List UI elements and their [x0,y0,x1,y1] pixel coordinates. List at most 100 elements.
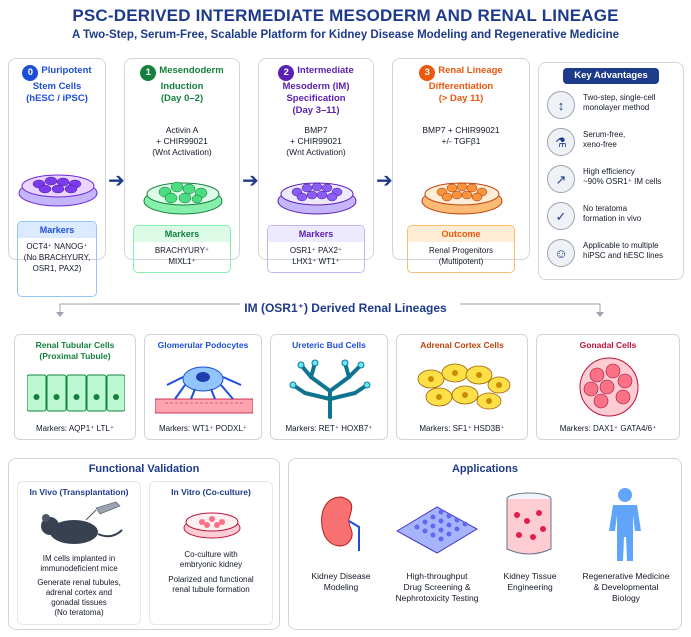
application-label-3: Kidney Tissue Engineering [485,571,575,593]
page-subtitle: A Two-Step, Serum-Free, Scalable Platfor… [71,29,620,41]
tubular-cells-illustration [27,374,125,412]
human-figure-icon [609,488,641,561]
stage-1-reagent-3: (Wnt Activation) [152,147,212,157]
flow-arrow-icon: ➔ [108,170,125,192]
stage-3-outcome-line-2: (Multipotent) [438,257,484,266]
stage-0-title-3: (hESC / iPSC) [26,93,88,104]
advantage-line-1: Two-step, single-cell [583,93,656,102]
application-2-line-2: Drug Screening & [403,582,471,592]
application-1-line-1: Kidney Disease [311,571,371,581]
stage-1-title-3: (Day 0–2) [160,93,204,104]
stage-3-title: Renal Lineage [438,65,503,76]
layers-icon: ↕ [547,91,575,119]
advantage-line-1: Applicable to multiple [583,241,659,250]
in-vivo-line-3: Generate renal tubules, [37,578,121,587]
lineage-markers: Markers: WT1⁺ PODXL⁺ [158,424,247,433]
application-4-line-3: Biology [612,593,640,603]
advantage-line-2: hiPSC and hESC lines [583,251,664,260]
stage-2-dish-illustration [277,182,357,215]
stage-1-reagent-1: Activin A [165,125,199,135]
stage-2-title-3: Specification [286,93,346,104]
applications-panel: Applications Kidney Disease Modeling Hig… [288,458,682,630]
in-vivo-line-6: (No teratoma) [54,608,104,617]
lineage-title-2: (Proximal Tubule) [39,351,111,361]
stage-3-title-2: Differentiation [428,81,494,92]
stage-1-number: 1 [140,65,157,81]
stage-2-reagents: BMP7 + CHIR99021 (Wnt Activation) [259,125,373,158]
in-vitro-line-1: Co-culture with [184,550,238,559]
application-label-2: High-throughput Drug Screening & Nephrot… [389,571,485,604]
in-vivo-line-2: immunodeficient mice [40,564,118,573]
gonadal-cells-illustration [579,357,639,417]
applications-title: Applications [451,463,518,475]
stage-0-markers-title: Markers [18,222,96,238]
application-label-4: Regenerative Medicine & Developmental Bi… [573,571,679,604]
advantage-line-2: ~90% OSR1⁺ IM cells [583,177,662,186]
mouse-icon [41,501,123,544]
advantage-line-2: formation in vivo [583,214,642,223]
flow-arrow-icon: ➔ [376,170,393,192]
lineage-connector-lines [56,303,604,317]
lineage-title: Gonadal Cells [579,340,637,350]
bioreactor-icon [506,492,552,555]
stage-3-outcome-title: Outcome [408,226,514,242]
stage-2-markers-title: Markers [268,226,364,242]
stage-2-title-4: (Day 3–11) [292,105,340,116]
stage-0-title: Pluripotent [41,65,92,76]
lineage-title: Renal Tubular Cells(Proximal Tubule) [15,340,135,362]
stage-0-marker-line-2: (No BRACHYURY, [23,253,91,262]
key-advantages-title: Key Advantages [563,68,659,84]
stage-1-reagent-2: + CHIR99021 [156,136,208,146]
application-1-line-2: Modeling [323,582,359,592]
in-vivo-title: In Vivo (Transplantation) [29,487,129,497]
stage-3-dish-illustration [421,182,503,215]
stage-0-dish-illustration [18,174,98,207]
stage-3-outcome-box: Outcome Renal Progenitors (Multipotent) [407,225,515,273]
stage-0-number: 0 [22,65,39,81]
lineage-title-1: Renal Tubular Cells [35,340,115,350]
advantage-line-2: xeno-free [583,140,617,149]
stage-3-reagent-2: +/- TGFβ1 [441,136,481,146]
stage-3-title-3: (> Day 11) [438,93,484,104]
in-vitro-line-4: renal tubule formation [172,585,250,594]
lineage-title: Ureteric Bud Cells [292,340,366,350]
lineage-card-podocytes: Glomerular Podocytes Markers: WT1⁺ PODXL… [144,334,262,440]
adrenal-cells-illustration [417,363,511,410]
stage-1-marker-line-2: MIXL1⁺ [168,257,196,266]
in-vitro-title: In Vitro (Co-culture) [171,487,251,497]
stage-3-outcome-line-1: Renal Progenitors [428,246,494,255]
in-vivo-box: In Vivo (Transplantation) IM cells impla… [17,481,141,625]
stage-2-markers-box: Markers OSR1⁺ PAX2⁺ LHX1⁺ WT1⁺ [267,225,365,273]
lineages-title: IM (OSR1⁺) Derived Renal Lineages [244,301,447,315]
flow-arrow-icon: ➔ [242,170,259,192]
lineage-card-adrenal: Adrenal Cortex Cells Markers: SF1⁺ HSD3B… [396,334,528,440]
advantage-item: ⚗ Serum-free,xeno-free [547,126,677,160]
lineage-card-gonadal: Gonadal Cells Markers: DAX1⁺ GATA4/6⁺ [536,334,680,440]
ureteric-bud-illustration [289,359,371,419]
stage-3-reagent-1: BMP7 + CHIR99021 [422,125,500,135]
flask-icon: ⚗ [547,128,575,156]
stage-3-reagents: BMP7 + CHIR99021 +/- TGFβ1 [393,125,529,147]
coculture-dish-icon [183,512,241,539]
application-3-line-1: Kidney Tissue [503,571,557,581]
stage-0-marker-line-3: OSR1, PAX2) [32,264,82,273]
lineage-title: Glomerular Podocytes [157,340,249,350]
kidney-icon [321,496,360,551]
lineage-markers: Markers: RET⁺ HOXB7⁺ [285,424,373,433]
advantage-item: ↗ High efficiency~90% OSR1⁺ IM cells [547,163,677,197]
in-vitro-box: In Vitro (Co-culture) Co-culture with em… [149,481,273,625]
stage-2-title-2: Mesoderm (IM) [282,81,350,92]
stage-0-title-2: Stem Cells [32,81,82,92]
stage-2-number: 2 [278,65,295,81]
functional-validation-title: Functional Validation [88,463,200,475]
stage-0-markers-box: Markers OCT4⁺ NANOG⁺ (No BRACHYURY, OSR1… [17,221,97,297]
